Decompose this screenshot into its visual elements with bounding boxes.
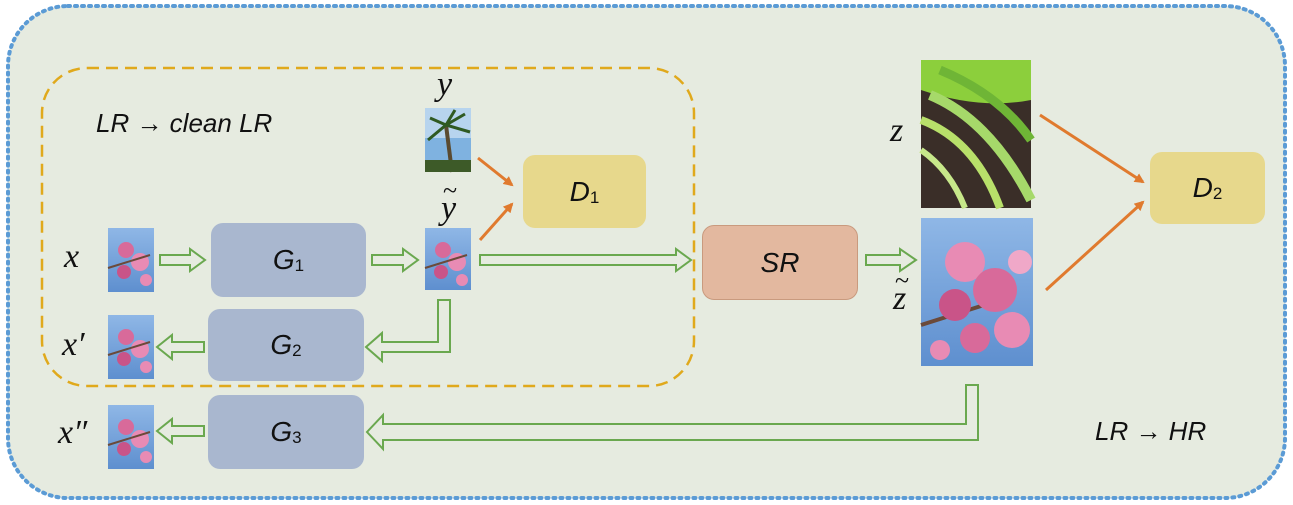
- arrow-ztilde-to-g3: [365, 384, 979, 452]
- arrow-g2-to-xprime: [155, 332, 205, 362]
- g3-subscript: 3: [292, 428, 302, 447]
- label-y: y: [437, 66, 453, 103]
- arrow-ztilde-to-d2: [1044, 200, 1145, 292]
- label-x: x: [64, 238, 80, 275]
- data-flow-arrows: [155, 247, 979, 452]
- discriminator-arrows: [477, 113, 1145, 292]
- arrow-y-to-d1: [477, 156, 514, 187]
- g3-label: G: [270, 416, 293, 447]
- sr-label: SR: [760, 246, 800, 278]
- inner-region: [40, 66, 696, 388]
- arrow-ytilde-to-sr: [479, 247, 693, 273]
- arrow-ytilde-to-d1: [478, 202, 514, 241]
- label-xprime: x′: [62, 326, 85, 363]
- sr-block: SR: [702, 225, 858, 300]
- tilde-ztilde: ~: [895, 266, 910, 295]
- d1-label: D: [569, 175, 590, 207]
- arrow-x-to-g1: [159, 247, 207, 273]
- g2-subscript: 2: [292, 341, 302, 360]
- image-x: [107, 228, 154, 292]
- arrow-g1-to-ytilde: [371, 247, 420, 273]
- image-ztilde: [920, 218, 1033, 366]
- region-caption-lr-hr: LR → HR: [1095, 416, 1207, 446]
- tilde-ytilde: ~: [443, 176, 458, 205]
- g2-label: G: [270, 329, 293, 360]
- d1-subscript: 1: [589, 187, 600, 207]
- image-y: [425, 108, 471, 173]
- arrow-ytilde-to-g2: [364, 299, 451, 364]
- label-ytilde: y: [441, 190, 457, 227]
- region-caption-lr-clean: LR → clean LR: [96, 108, 273, 138]
- g1-subscript: 1: [294, 256, 305, 275]
- g1-label: G: [272, 244, 295, 275]
- label-ztilde: z: [893, 280, 907, 317]
- label-xdprime: x″: [58, 414, 88, 451]
- image-ytilde: [424, 228, 471, 290]
- image-xprime: [107, 315, 154, 379]
- arrow-sr-to-ztilde: [865, 247, 918, 273]
- d2-label: D: [1192, 172, 1213, 203]
- d2-subscript: 2: [1212, 184, 1223, 203]
- image-z: [919, 60, 1036, 210]
- arrow-z-to-d2: [1039, 113, 1145, 184]
- arrow-g3-to-xdprime: [155, 416, 205, 446]
- label-z: z: [890, 112, 904, 149]
- image-xdprime: [107, 405, 154, 469]
